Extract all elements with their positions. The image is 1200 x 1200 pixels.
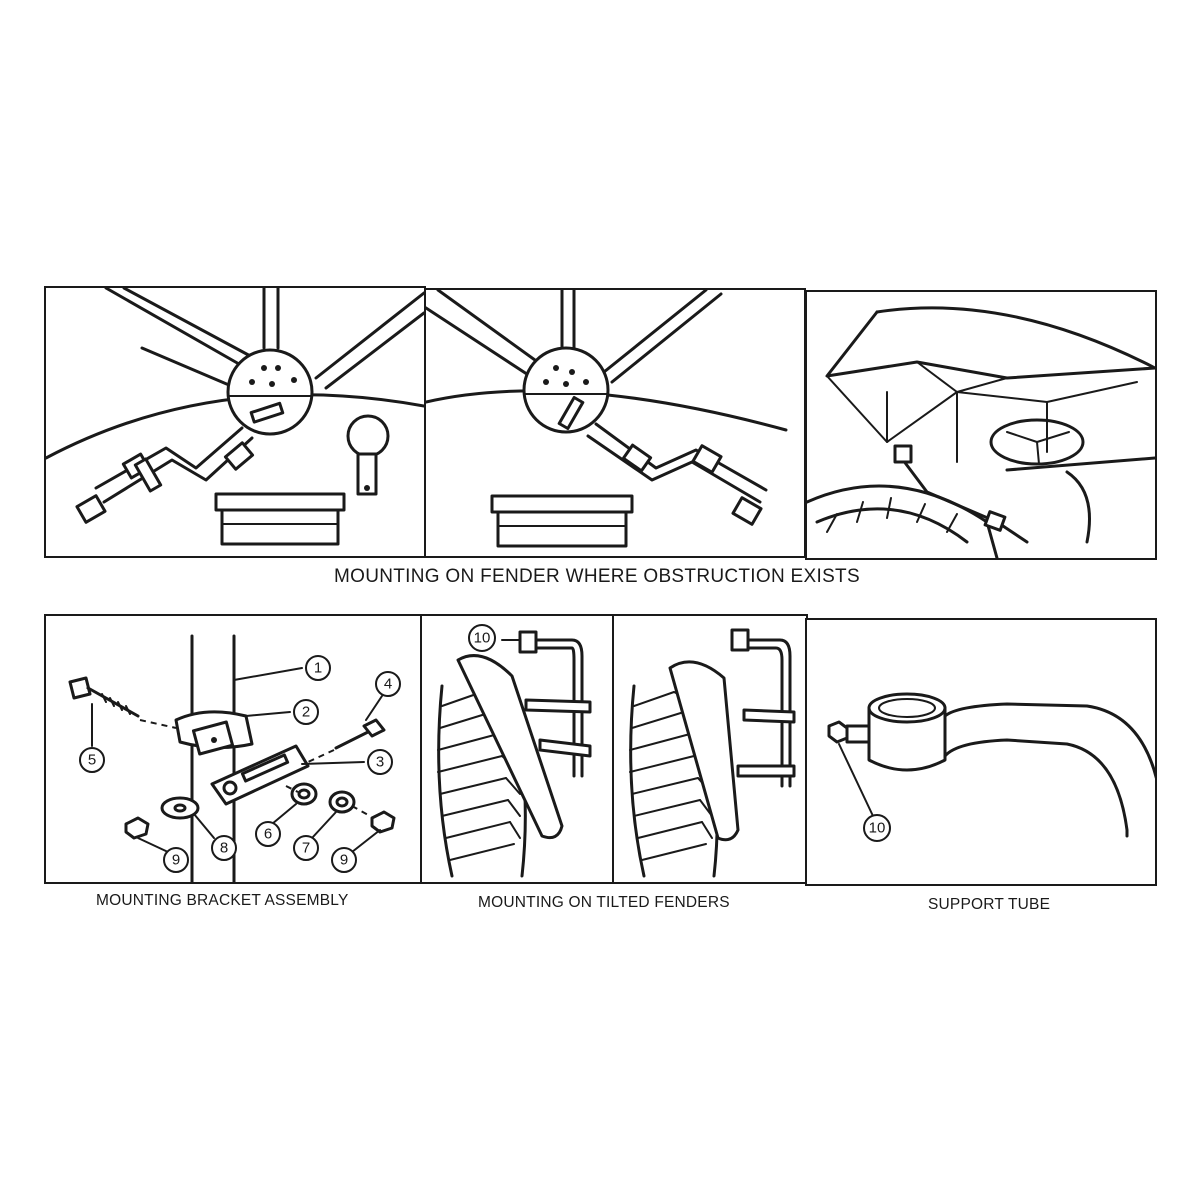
callout-3 bbox=[367, 749, 393, 775]
callout-9-right bbox=[331, 847, 357, 873]
panel-support-tube: 10 bbox=[805, 618, 1157, 886]
callout-6 bbox=[255, 821, 281, 847]
callout-9-left-label: 9 bbox=[172, 852, 180, 869]
obstruction-right-illustration bbox=[426, 290, 788, 548]
support-tube-illustration: 10 bbox=[827, 692, 1155, 842]
callout-3-label: 3 bbox=[376, 754, 384, 771]
panel-bracket-assembly: 1 2 3 4 5 6 7 8 9 9 bbox=[44, 614, 422, 884]
caption-obstruction: MOUNTING ON FENDER WHERE OBSTRUCTION EXI… bbox=[334, 566, 860, 587]
panel-tractor-canopy bbox=[805, 290, 1157, 560]
callout-10-tilted-label: 10 bbox=[474, 630, 491, 647]
panel-tilted-fender-left: 10 bbox=[420, 614, 614, 884]
callout-1-label: 1 bbox=[314, 660, 322, 677]
callout-5 bbox=[79, 747, 105, 773]
callout-10-tube bbox=[863, 814, 891, 842]
callout-1 bbox=[305, 655, 331, 681]
caption-support-tube: SUPPORT TUBE bbox=[928, 896, 1051, 913]
caption-bracket-assembly: MOUNTING BRACKET ASSEMBLY bbox=[96, 892, 349, 909]
panel-obstruction-left bbox=[44, 286, 426, 558]
panel-tilted-fender-right bbox=[612, 614, 808, 884]
callout-2-label: 2 bbox=[302, 704, 310, 721]
tilted-fender-right-illustration bbox=[629, 628, 796, 878]
obstruction-left-illustration bbox=[46, 288, 424, 546]
callout-2 bbox=[293, 699, 319, 725]
callout-9-left bbox=[163, 847, 189, 873]
callout-8 bbox=[211, 835, 237, 861]
caption-tilted-fenders: MOUNTING ON TILTED FENDERS bbox=[478, 894, 730, 911]
callout-8-label: 8 bbox=[220, 840, 228, 857]
callout-10-tube-label: 10 bbox=[869, 820, 886, 837]
callout-7 bbox=[293, 835, 319, 861]
callout-4 bbox=[375, 671, 401, 697]
callout-6-label: 6 bbox=[264, 826, 272, 843]
callout-5-label: 5 bbox=[88, 752, 96, 769]
callout-7-label: 7 bbox=[302, 840, 310, 857]
bracket-assembly-illustration: 1 2 3 4 5 6 7 8 9 9 bbox=[68, 634, 401, 882]
panel-obstruction-right bbox=[424, 288, 806, 558]
callout-9-right-label: 9 bbox=[340, 852, 348, 869]
callout-4-label: 4 bbox=[384, 676, 392, 693]
tractor-canopy-illustration bbox=[807, 306, 1155, 558]
callout-10-tilted bbox=[468, 624, 496, 652]
tilted-fender-left-illustration: 10 bbox=[437, 624, 592, 878]
